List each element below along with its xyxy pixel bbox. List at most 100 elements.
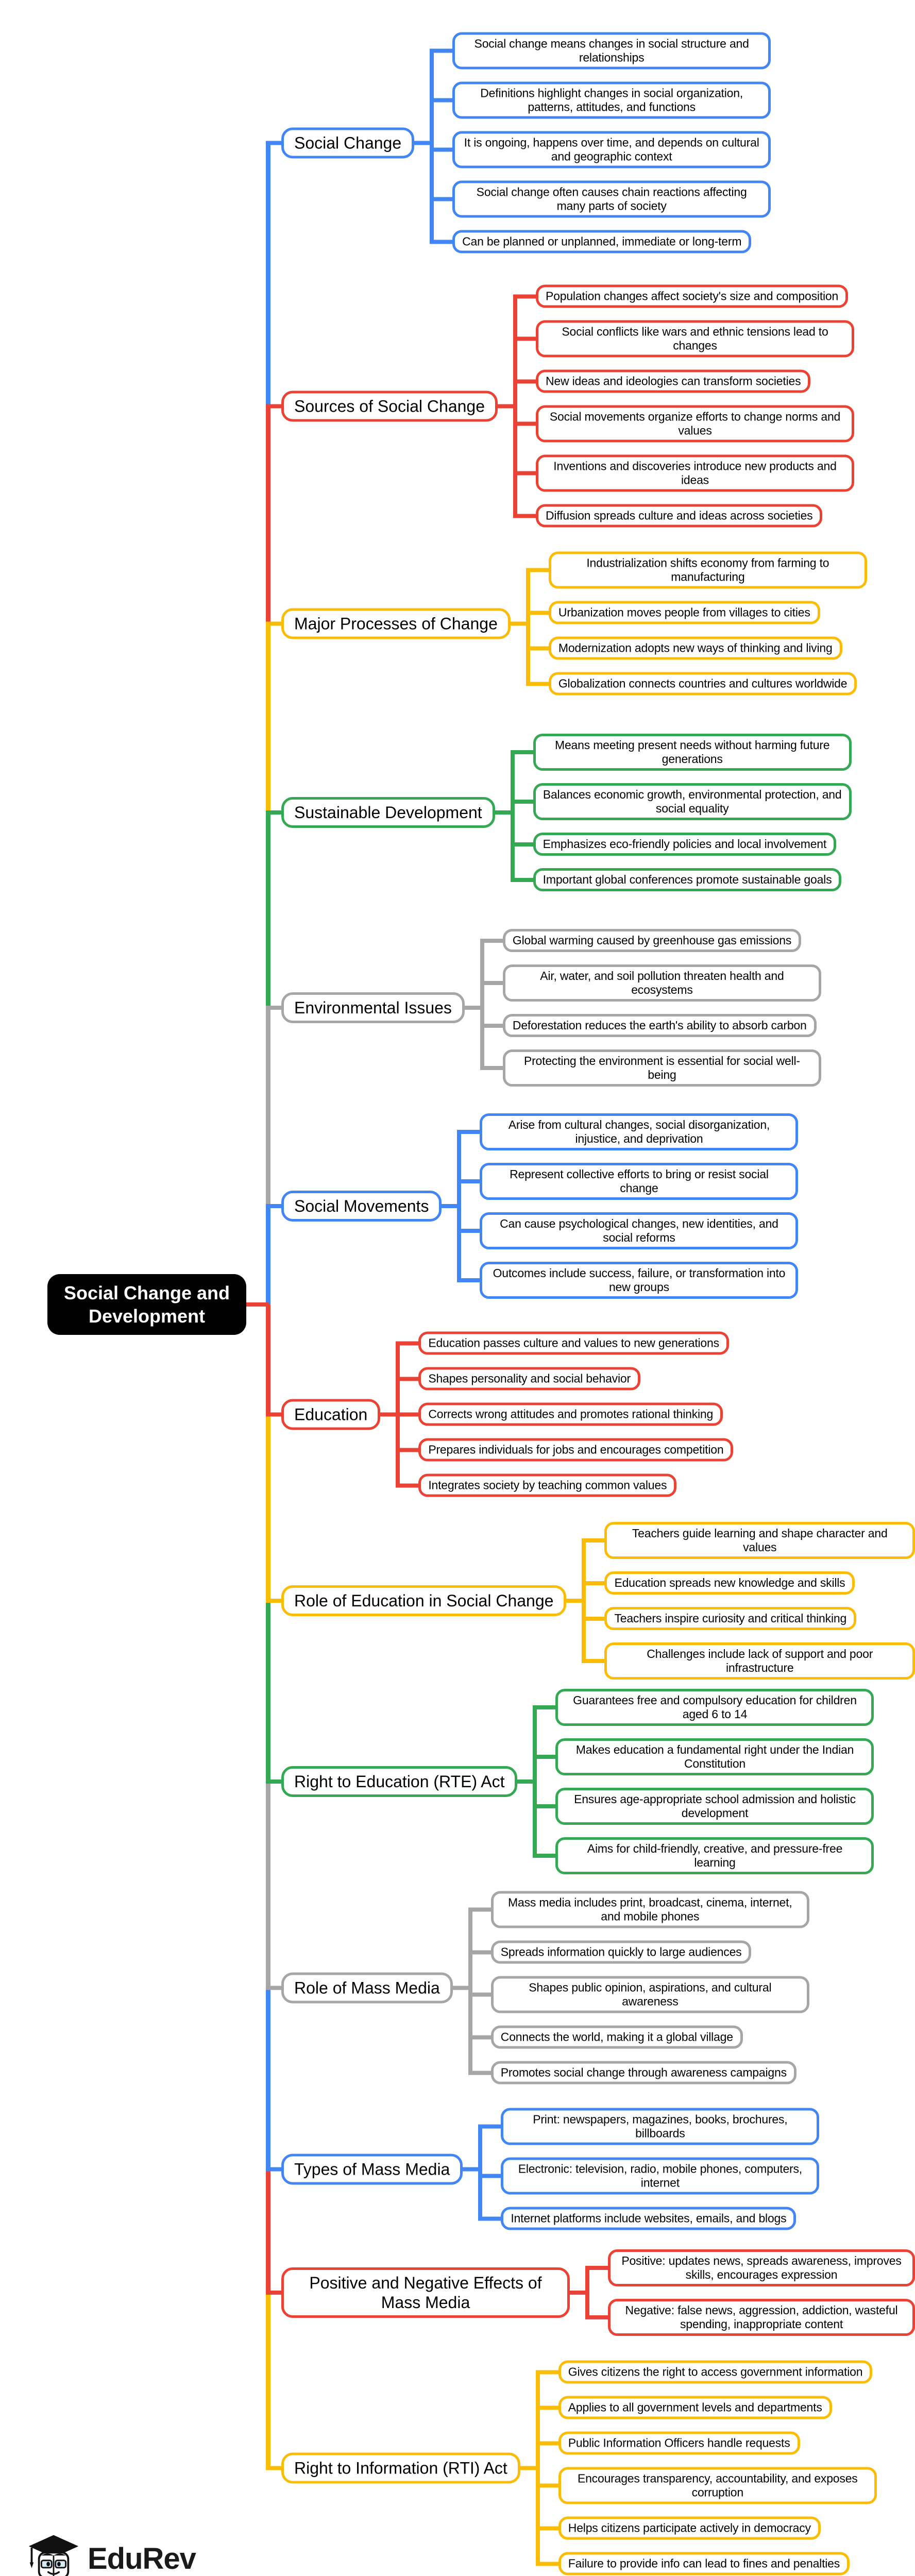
child-row: Spreads information quickly to large aud… — [468, 1940, 809, 1964]
child-connector — [513, 471, 536, 476]
child-row: Positive: updates news, spreads awarenes… — [585, 2249, 915, 2286]
child-node: Balances economic growth, environmental … — [533, 783, 852, 820]
child-node: Applies to all government levels and dep… — [558, 2396, 832, 2419]
child-row: Makes education a fundamental right unde… — [533, 1738, 874, 1775]
child-row: Integrates society by teaching common va… — [396, 1473, 733, 1497]
branch-sources-of-social-change: Sources of Social Change Population chang… — [266, 284, 854, 528]
child-node: Deforestation reduces the earth's abilit… — [502, 1014, 817, 1037]
child-node: Electronic: television, radio, mobile ph… — [501, 2157, 820, 2195]
branch-children-link — [452, 1986, 468, 1990]
children-spine — [480, 938, 484, 1070]
child-node: Social conflicts like wars and ethnic te… — [536, 320, 854, 358]
child-node: Represent collective efforts to bring or… — [480, 1163, 799, 1200]
trunk-segment — [266, 1414, 270, 1601]
children-spine — [478, 2124, 483, 2221]
branch-children: Print: newspapers, magazines, books, bro… — [478, 2108, 820, 2230]
child-row: Emphasizes eco-friendly policies and loc… — [510, 833, 852, 856]
child-row: Helps citizens participate actively in d… — [535, 2516, 877, 2540]
branch-node-label: Positive and Negative Effects of Mass Me… — [281, 2267, 570, 2318]
branch-trunk-stub — [266, 1986, 281, 1990]
child-row: Important global conferences promote sus… — [510, 868, 852, 891]
trunk-segment — [266, 1782, 270, 1988]
child-connector — [585, 2315, 608, 2319]
child-node: Prepares individuals for jobs and encour… — [418, 1438, 734, 1462]
child-node: Can be planned or unplanned, immediate o… — [452, 230, 752, 253]
branch-trunk-stub — [266, 1780, 281, 1784]
branch-node-label: Role of Mass Media — [281, 1972, 453, 2003]
child-row: Population changes affect society's size… — [513, 284, 854, 308]
child-row: Gives citizens the right to access gover… — [535, 2360, 877, 2384]
child-row: Shapes public opinion, aspirations, and … — [468, 1976, 809, 2013]
child-node: Integrates society by teaching common va… — [418, 1473, 677, 1497]
branch-children-link — [380, 1412, 396, 1416]
child-node: Aims for child-friendly, creative, and p… — [555, 1837, 874, 1874]
child-row: Teachers guide learning and shape charac… — [582, 1522, 915, 1559]
child-node: Internet platforms include websites, ema… — [501, 2207, 797, 2230]
child-connector — [480, 981, 503, 985]
child-node: Mass media includes print, broadcast, ci… — [490, 1891, 809, 1928]
child-node: Outcomes include success, failure, or tr… — [480, 1262, 799, 1299]
child-row: Balances economic growth, environmental … — [510, 783, 852, 820]
child-row: Outcomes include success, failure, or tr… — [457, 1262, 799, 1299]
edurev-logo: EduRev — [27, 2533, 196, 2576]
branch-node-label: Social Change — [281, 127, 415, 158]
branch-children-link — [442, 1204, 458, 1208]
child-row: Social change means changes in social st… — [430, 32, 771, 70]
child-row: It is ongoing, happens over time, and de… — [430, 131, 771, 168]
child-row: Guarantees free and compulsory education… — [533, 1689, 874, 1726]
branch-trunk-stub — [266, 2466, 281, 2470]
child-connector — [535, 2441, 558, 2445]
branch-children-link — [510, 621, 526, 625]
child-connector — [396, 1483, 419, 1487]
child-row: Encourages transparency, accountability,… — [535, 2467, 877, 2504]
child-node: Promotes social change through awareness… — [490, 2061, 797, 2084]
child-node: Challenges include lack of support and p… — [604, 1642, 915, 1680]
child-connector — [396, 1377, 419, 1381]
child-row: New ideas and ideologies can transform s… — [513, 369, 854, 393]
child-connector — [457, 1229, 480, 1233]
child-row: Public Information Officers handle reque… — [535, 2431, 877, 2455]
children-spine — [582, 1538, 586, 1663]
branch-children: Mass media includes print, broadcast, ci… — [468, 1891, 809, 2084]
child-node: Positive: updates news, spreads awarenes… — [608, 2249, 915, 2286]
branch-social-change: Social Change Social change means changes… — [266, 32, 771, 253]
child-connector — [513, 379, 536, 383]
child-connector — [457, 1278, 480, 1282]
child-connector — [396, 1341, 419, 1345]
branch-trunk-stub — [266, 1412, 281, 1416]
branch-children: Means meeting present needs without harm… — [510, 734, 852, 891]
child-node: Social change means changes in social st… — [452, 32, 771, 70]
child-connector — [533, 1705, 556, 1709]
children-spine — [396, 1341, 400, 1487]
child-row: Ensures age-appropriate school admission… — [533, 1788, 874, 1825]
branch-children-link — [495, 810, 511, 815]
child-connector — [396, 1448, 419, 1452]
child-row: Electronic: television, radio, mobile ph… — [478, 2157, 820, 2195]
children-spine — [585, 2266, 589, 2319]
child-connector — [513, 336, 536, 341]
children-spine — [430, 48, 434, 244]
child-connector — [535, 2562, 558, 2566]
child-node: Global warming caused by greenhouse gas … — [502, 929, 802, 952]
branch-children-link — [520, 2466, 536, 2470]
child-node: Connects the world, making it a global v… — [490, 2025, 743, 2049]
child-row: Diffusion spreads culture and ideas acro… — [513, 504, 854, 528]
child-node: Definitions highlight changes in social … — [452, 81, 771, 119]
graduation-cap-book-icon — [27, 2533, 80, 2576]
child-node: Social movements organize efforts to cha… — [536, 405, 854, 443]
child-node: Protecting the environment is essential … — [502, 1049, 821, 1087]
trunk-segment — [266, 1008, 270, 1206]
child-node: Shapes personality and social behavior — [418, 1367, 640, 1391]
branch-node-label: Sources of Social Change — [281, 391, 498, 421]
child-node: Negative: false news, aggression, addict… — [608, 2299, 915, 2336]
trunk-segment — [266, 623, 270, 812]
child-connector — [513, 421, 536, 426]
child-connector — [535, 2526, 558, 2530]
child-connector — [468, 1950, 491, 1954]
child-connector — [430, 147, 453, 152]
children-spine — [526, 568, 530, 686]
child-node: It is ongoing, happens over time, and de… — [452, 131, 771, 168]
